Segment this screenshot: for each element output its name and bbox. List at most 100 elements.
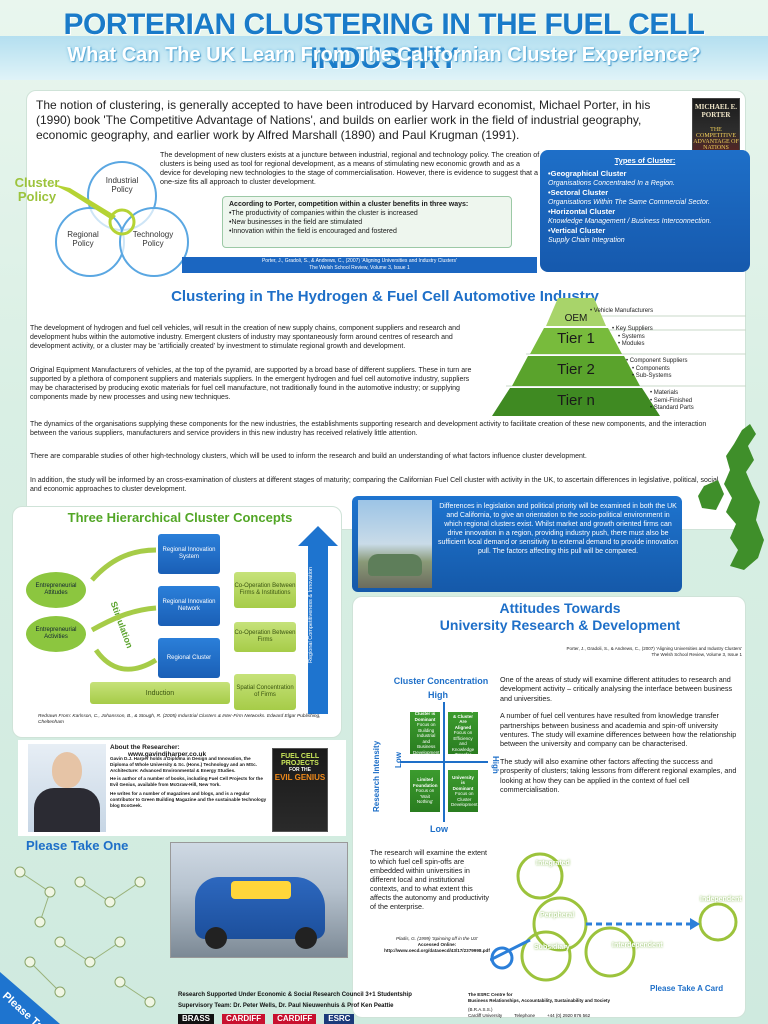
brass-phone-label: Telephone	[514, 1013, 535, 1018]
differences-text: Differences in legislation and political…	[438, 503, 678, 555]
hierarchy-arrows	[90, 547, 158, 672]
hierarchy-citation: Redrawn From: Karlsson, C., Johansson, B…	[38, 714, 321, 725]
tier-list-2: • Component Suppliers • Components • Sub…	[626, 358, 687, 381]
porter-benefits-box: According to Porter, competition within …	[222, 196, 512, 248]
hydrogen-paragraph-4: There are comparable studies of other hi…	[30, 453, 587, 460]
university-paragraph-3: The study will also examine other factor…	[500, 756, 737, 795]
matrix-cell-title: University is Dominant	[452, 774, 474, 791]
hydrogen-paragraph-2: Original Equipment Manufacturers of vehi…	[30, 367, 472, 401]
cluster-type-name: •Geographical Cluster	[548, 169, 627, 178]
pyramid-tier-2	[512, 356, 640, 386]
cluster-type-desc: Organisations Within The Same Commercial…	[548, 199, 710, 206]
porter-benefits-heading: According to Porter, competition within …	[229, 201, 469, 208]
brass-line: The ESRC Centre for	[468, 992, 513, 997]
cluster-policy-label: Cluster Policy	[14, 175, 60, 204]
matrix-cell-sub: Focus on Cluster Development	[451, 791, 478, 807]
venn-label-regional: Regional Policy	[67, 230, 99, 248]
car-shape-icon	[368, 554, 422, 576]
concept-regional-innovation-system: Regional Innovation System	[158, 534, 220, 574]
book-line: EVIL GENIUS	[274, 773, 326, 782]
matrix-cell-sub: Focus on Building Industrial and Busines…	[413, 722, 440, 755]
concept-regional-innovation-network: Regional Innovation Network	[158, 586, 220, 626]
matrix-cell-aligned: University & Cluster Are Aligned Focus o…	[448, 708, 478, 757]
tier-list-oem: • Vehicle Manufacturers	[590, 308, 653, 316]
researcher-header: About the Researcher: www.gavindjharper.…	[110, 744, 270, 758]
attitudes-citation: Porter, J., Gradoli, S., & Andrews, C., …	[520, 646, 742, 658]
spinoff-citation: Pladis, G. (1999) 'Spinning off in the U…	[362, 936, 512, 954]
attitudes-title: Attitudes Towards University Research & …	[400, 600, 720, 634]
car-wheel-icon	[205, 927, 227, 949]
matrix-low-bottom: Low	[430, 824, 448, 834]
venn-pointer-arrow	[52, 184, 116, 220]
pyramid-tier-n	[492, 388, 660, 416]
types-of-cluster-box: Types of Cluster: •Geographical Cluster …	[540, 150, 750, 272]
page-subtitle: What Can The UK Learn From The Californi…	[67, 44, 701, 66]
researcher-photo	[28, 744, 106, 832]
ring-label-interdependent: Interdependent	[612, 942, 663, 949]
hydrogen-section-title: Clustering in The Hydrogen & Fuel Cell A…	[171, 288, 599, 305]
matrix-cell-sub: Focus on Efficiency and Knowledge Transf…	[451, 730, 475, 758]
concept-induction: Induction	[90, 682, 230, 704]
fuel-cell-car-photo	[358, 500, 432, 588]
cluster-type-desc: Organisations Concentrated In a Region.	[548, 180, 675, 187]
brass-line: Cardiff University	[468, 1013, 503, 1018]
cluster-type-name: •Vertical Cluster	[548, 226, 606, 235]
funding-line-1: Research Supported Under Economic & Soci…	[178, 992, 412, 998]
pyramid-oem	[546, 298, 606, 326]
tier-label: Tier 1	[557, 330, 595, 347]
hydrogen-paragraph-5: In addition, the study will be informed …	[30, 477, 719, 493]
competitiveness-label: Regional Competitiveness & Innovation	[308, 567, 314, 664]
cluster-type-name: •Horizontal Cluster	[548, 207, 616, 216]
venn-center-ring	[108, 208, 136, 236]
citation-line: Porter, J., Gradoli, S., & Andrews, C., …	[566, 646, 742, 651]
ring-label-subsidiary: Subsidiary	[534, 944, 570, 951]
citation-line: The Welsh School Review, Volume 3, Issue…	[309, 265, 410, 271]
concept-cooperation-firms-institutions: Co-Operation Between Firms & Institution…	[234, 572, 296, 608]
university-paragraph-1: One of the areas of study will examine d…	[500, 675, 733, 703]
ring-label-peripheral: Peripheral	[540, 912, 575, 919]
fuel-cell-car-large-photo	[170, 842, 348, 958]
venn-technology-circle	[119, 207, 189, 277]
brass-line: (B.R.A.S.S.)	[468, 1007, 493, 1012]
types-heading: Types of Cluster:	[614, 156, 676, 165]
researcher-website[interactable]: www.gavindjharper.co.uk	[128, 751, 207, 758]
book-line: FUEL CELL	[280, 753, 320, 760]
fuel-cell-book-cover: FUEL CELL PROJECTS FOR THE EVIL GENIUS	[272, 748, 328, 832]
logo-brass: BRASS	[178, 1014, 215, 1024]
venn-label-technology: Technology Policy	[132, 230, 174, 248]
citation-line: Accessed Online:	[417, 942, 457, 947]
university-paragraph-2: A number of fuel cell ventures have resu…	[500, 711, 737, 749]
concept-regional-cluster: Regional Cluster	[158, 638, 220, 678]
page-title: PORTERIAN CLUSTERING IN THE FUEL CELL IN…	[63, 8, 705, 75]
development-text: The development of new clusters exists a…	[160, 150, 540, 186]
citation-link[interactable]: http://www.oecd.org/dataoecd/43/17/23799…	[384, 948, 490, 953]
tier-list-item: • Modules	[618, 341, 645, 347]
porter-benefit-item: •The productivity of companies within th…	[229, 210, 418, 217]
pyramid-tier-1	[530, 328, 622, 354]
matrix-cell-title: Limited Foundation	[413, 777, 438, 788]
hierarchy-title: Three Hierarchical Cluster Concepts	[67, 510, 293, 525]
please-take-card-label: Please Take A Card	[650, 984, 724, 993]
tier-list-item: • Systems	[618, 333, 645, 340]
matrix-high-right: High	[491, 756, 500, 774]
tier-label: Tier 2	[557, 361, 595, 378]
hydrogen-paragraph-1: The development of hydrogen and fuel cel…	[30, 325, 460, 350]
porter-benefit-item: •New businesses in the field are stimula…	[229, 219, 363, 226]
person-head-icon	[52, 752, 82, 788]
hydrogen-paragraph-3: The dynamics of the organisations supply…	[30, 421, 707, 437]
tier-list-item: • Semi-Finished	[650, 397, 693, 404]
person-suit-icon	[34, 788, 100, 832]
tier-list-item: • Vehicle Manufacturers	[590, 308, 654, 314]
porter-benefit-item: •Innovation within the field is encourag…	[229, 228, 397, 235]
matrix-high-top: High	[428, 690, 448, 700]
tier-list-item: • Standard Parts	[650, 405, 694, 411]
tier-list-item: • Components	[632, 365, 670, 372]
tier-list-item: • Key Suppliers	[612, 326, 653, 332]
matrix-cell-cluster-dominant: Cluster is Dominant Focus on Building In…	[410, 711, 440, 755]
attitudes-title-line-2: University Research & Development	[439, 617, 681, 633]
spinoff-rings-diagram	[490, 852, 738, 982]
sponsor-logos: BRASS CARDIFF CARDIFF ESRC	[178, 1014, 458, 1024]
researcher-bio-2: He is author of a number of books, inclu…	[110, 776, 263, 788]
car-stripe-icon	[231, 881, 291, 899]
tier-list-n: • Materials • Semi-Finished • Standard P…	[650, 390, 694, 413]
